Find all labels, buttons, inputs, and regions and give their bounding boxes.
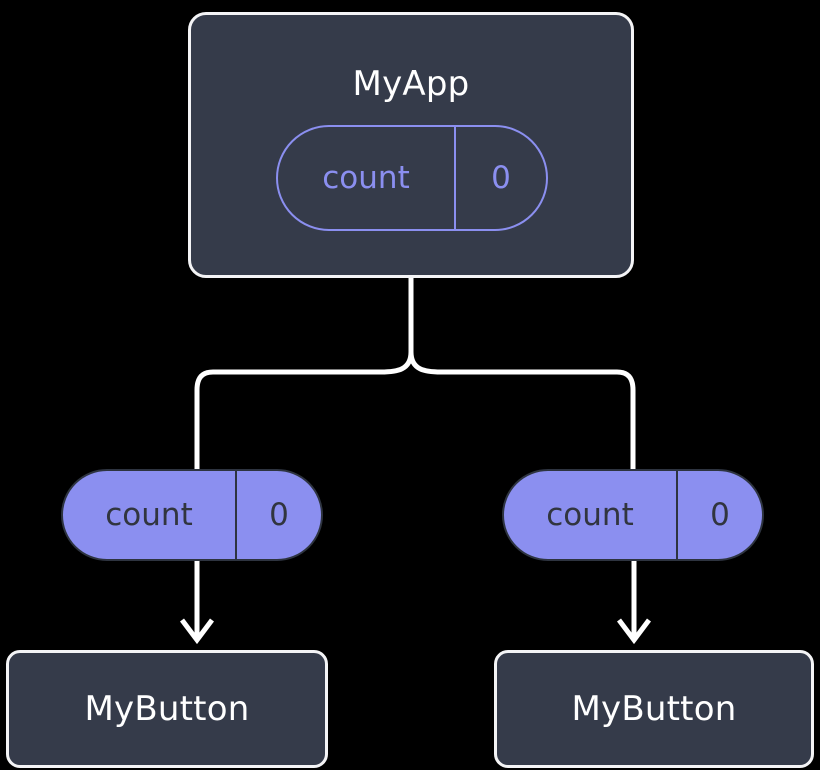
component-node-left-child[interactable]: MyButton (6, 650, 328, 768)
state-pill-branch-left[interactable]: count 0 (61, 469, 323, 561)
arrow-head-left-icon (180, 618, 214, 645)
component-label-left-child: MyButton (84, 689, 250, 729)
arrow-head-right-icon (617, 618, 651, 645)
state-pill-root[interactable]: count 0 (276, 125, 548, 231)
edge-branch-right (408, 351, 636, 470)
state-key-branch-left: count (105, 496, 193, 533)
component-node-right-child[interactable]: MyButton (494, 650, 814, 768)
state-pill-branch-right[interactable]: count 0 (502, 469, 764, 561)
edge-branch-left (194, 351, 414, 470)
state-value-branch-right: 0 (676, 471, 762, 559)
state-key-root: count (322, 159, 410, 196)
state-value-root: 0 (454, 127, 546, 229)
component-label-right-child: MyButton (571, 689, 737, 729)
component-label-root: MyApp (352, 64, 470, 104)
state-value-branch-left: 0 (235, 471, 321, 559)
state-key-branch-right: count (546, 496, 634, 533)
